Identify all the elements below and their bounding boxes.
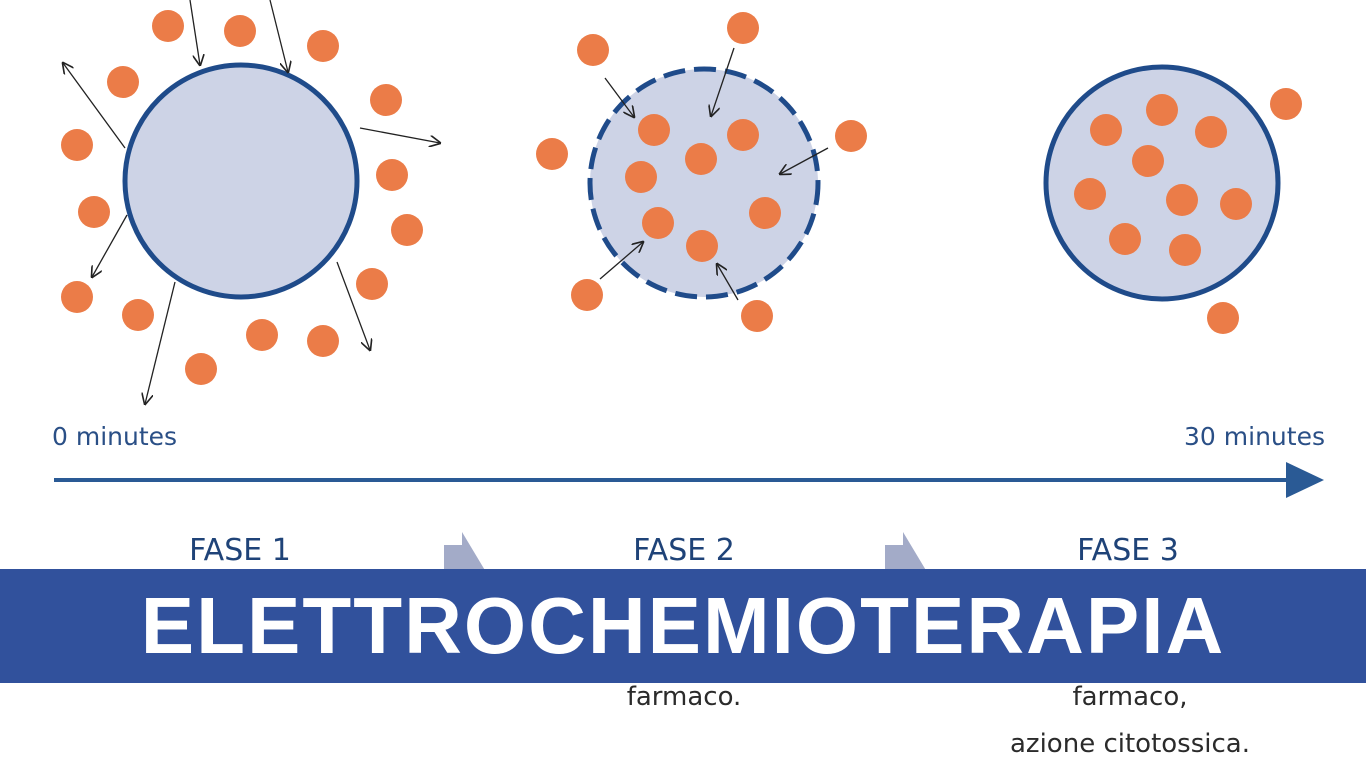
phase-1-label: FASE 1 (189, 533, 291, 568)
drug-molecule (727, 119, 759, 151)
phase-1-bounce-arrows (63, 0, 440, 404)
title-banner: ELETTROCHEMIOTERAPIA (0, 569, 1366, 683)
drug-molecule (536, 138, 568, 170)
drug-molecule (1074, 178, 1106, 210)
drug-molecule (625, 161, 657, 193)
phase-2-label: FASE 2 (633, 533, 735, 568)
phase-1-illustration (61, 0, 440, 404)
drug-molecule (1146, 94, 1178, 126)
drug-molecule (122, 299, 154, 331)
drug-molecule (370, 84, 402, 116)
cell-intact (122, 62, 360, 300)
phase-3-caption-line-2: azione citotossica. (1010, 729, 1250, 759)
drug-molecule (107, 66, 139, 98)
drug-molecule (78, 196, 110, 228)
phase-3-illustration (1043, 64, 1302, 334)
drug-molecule (638, 114, 670, 146)
timeline-end-label: 30 minutes (1184, 422, 1325, 451)
drug-molecule (642, 207, 674, 239)
drug-molecule (356, 268, 388, 300)
phase-2-illustration (536, 12, 867, 332)
drug-molecule (1169, 234, 1201, 266)
drug-molecule (307, 325, 339, 357)
drug-molecule (1220, 188, 1252, 220)
drug-molecule (1090, 114, 1122, 146)
phase-3-caption-line-1: farmaco, (1072, 682, 1187, 712)
timeline: 0 minutes 30 minutes (52, 422, 1325, 498)
drug-molecule (152, 10, 184, 42)
drug-molecule (61, 129, 93, 161)
timeline-start-label: 0 minutes (52, 422, 177, 451)
phase-1-molecules (61, 10, 423, 385)
drug-molecule (185, 353, 217, 385)
phase-3-molecules (1074, 88, 1302, 334)
phase-2-molecules (536, 12, 867, 332)
drug-molecule (741, 300, 773, 332)
drug-molecule (61, 281, 93, 313)
phase-3-label: FASE 3 (1077, 533, 1179, 568)
drug-molecule (685, 143, 717, 175)
drug-molecule (246, 319, 278, 351)
drug-molecule (224, 15, 256, 47)
drug-molecule (577, 34, 609, 66)
phase-2-entry-arrows (599, 47, 829, 301)
drug-molecule (1270, 88, 1302, 120)
drug-molecule (749, 197, 781, 229)
drug-molecule (686, 230, 718, 262)
drug-molecule (1132, 145, 1164, 177)
drug-molecule (391, 214, 423, 246)
drug-molecule (1109, 223, 1141, 255)
drug-molecule (1207, 302, 1239, 334)
chevron-1-2 (444, 532, 486, 572)
phase-2-caption-line-1: farmaco. (627, 682, 742, 712)
drug-molecule (376, 159, 408, 191)
banner-title: ELETTROCHEMIOTERAPIA (140, 581, 1226, 670)
timeline-arrow-head (1286, 462, 1324, 498)
drug-molecule (1195, 116, 1227, 148)
drug-molecule (307, 30, 339, 62)
drug-molecule (835, 120, 867, 152)
drug-molecule (727, 12, 759, 44)
drug-molecule (1166, 184, 1198, 216)
chevron-2-3 (885, 532, 927, 572)
drug-molecule (571, 279, 603, 311)
